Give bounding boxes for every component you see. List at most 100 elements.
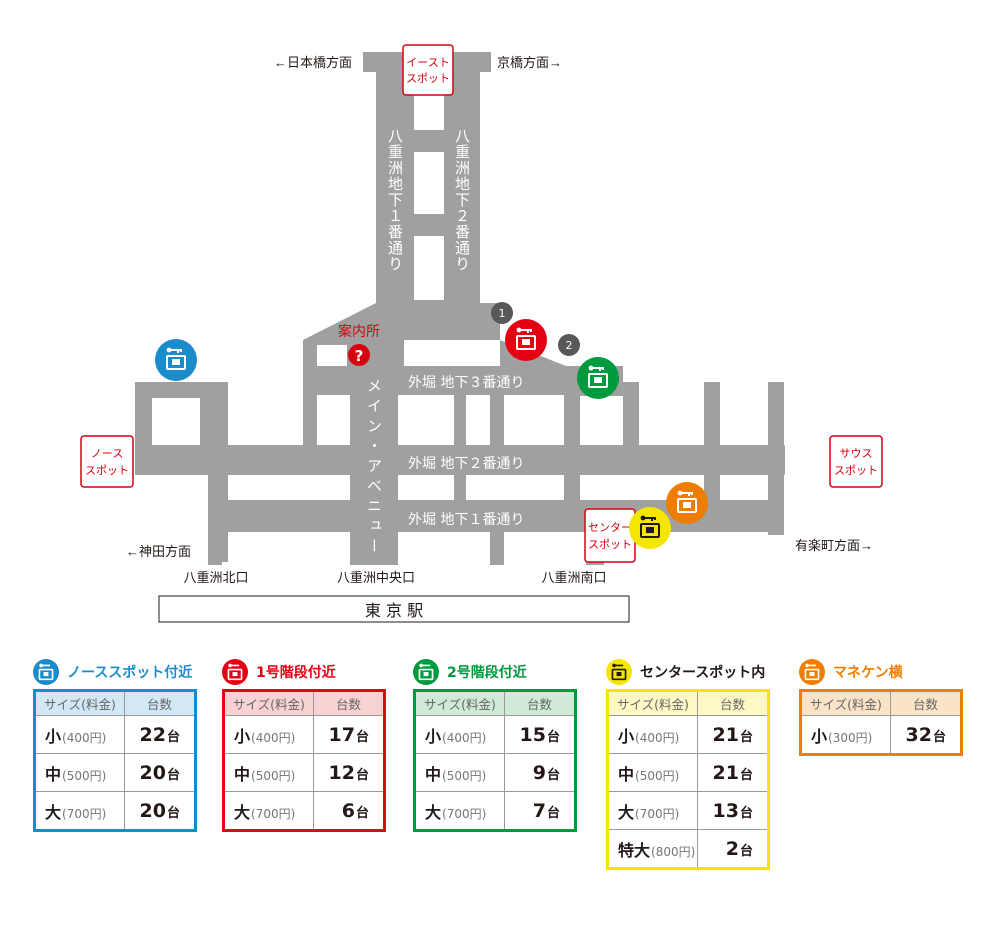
direction-kyobashi: 京橋方面→ [497,55,562,70]
size-label: 小 [811,726,828,746]
fee-label: (400円) [251,730,296,745]
column-header-size: サイズ(料金) [800,690,891,716]
table-row: 特大(800円)2台 [607,829,769,869]
size-label: 小 [618,726,635,746]
count-value: 7 [532,799,546,822]
column-header-count: 台数 [504,690,576,716]
count-cell: 7台 [504,791,576,831]
fee-label: (700円) [635,806,680,821]
street-chika1: 八重洲地下１番通り [386,128,404,272]
south-spot-line2: スポット [834,464,878,477]
north-spot[interactable]: ノース スポット [80,435,134,488]
count-value: 17 [328,723,355,746]
size-label: 小 [45,726,62,746]
locker-group-title: 2号階段付近 [447,665,527,681]
north-spot-line1: ノース [91,447,123,460]
table-row: 中(500円)12台 [223,753,385,792]
size-label: 小 [234,726,251,746]
count-unit: 台 [355,729,369,745]
size-cell: 中(500円) [34,753,125,792]
count-unit: 台 [166,767,180,783]
table-row: 中(500円)20台 [34,753,196,792]
size-label: 大 [45,802,62,822]
south-spot[interactable]: サウス スポット [829,435,883,488]
size-label: 大 [425,802,442,822]
count-value: 21 [712,761,739,784]
size-cell: 大(700円) [223,791,314,831]
size-cell: 小(400円) [223,715,314,754]
count-value: 9 [532,761,546,784]
info-center[interactable]: 案内所 ? [338,323,380,366]
table-row: 大(700円)6台 [223,791,385,831]
stair-1[interactable]: 1 [491,302,513,324]
count-value: 13 [712,799,739,822]
locker-tables: ノーススポット付近サイズ(料金)台数小(400円)22台中(500円)20台大(… [0,655,1000,915]
size-label: 大 [618,802,635,822]
size-cell: 大(700円) [414,791,505,831]
table-row: 小(300円)32台 [800,715,962,755]
table-row: 小(400円)21台 [607,715,769,754]
locker-icon [606,659,632,685]
street-sotobori1: 外堀 地下１番通り [408,512,524,528]
count-cell: 20台 [124,791,196,831]
exit-south: 八重洲南口 [541,570,606,586]
locker-marker-north[interactable] [155,339,197,381]
locker-table: サイズ(料金)台数小(400円)22台中(500円)20台大(700円)20台 [33,689,197,832]
count-value: 20 [139,799,166,822]
count-cell: 6台 [313,791,385,831]
direction-nihonbashi: ←日本橋方面 [274,55,352,70]
question-mark: ? [355,347,364,365]
locker-group-title: ノーススポット付近 [67,665,193,681]
locker-icon [413,659,439,685]
column-header-count: 台数 [124,690,196,716]
count-cell: 22台 [124,715,196,754]
size-label: 特大 [618,840,651,860]
locker-group-title: マネケン横 [833,665,903,681]
count-cell: 13台 [697,791,769,830]
locker-marker-center[interactable] [629,507,671,549]
locker-group-header: マネケン横 [799,655,963,689]
count-unit: 台 [166,805,180,821]
exit-labels: 八重洲北口 八重洲中央口 八重洲南口 [183,570,606,586]
column-header-count: 台数 [697,690,769,716]
size-cell: 大(700円) [34,791,125,831]
station-name: 東 京 駅 [365,601,423,620]
locker-marker-stair2[interactable] [577,357,619,399]
center-spot-line2: スポット [588,538,632,551]
stair-2[interactable]: 2 [558,334,580,356]
stair-1-icon [491,302,513,324]
locker-icon [799,659,825,685]
size-label: 大 [234,802,251,822]
horizontal-street-labels: 外堀 地下３番通り 外堀 地下２番通り 外堀 地下１番通り [408,375,524,528]
count-unit: 台 [739,767,753,783]
table-row: 大(700円)7台 [414,791,576,831]
count-value: 15 [519,723,546,746]
size-cell: 小(400円) [607,715,698,754]
count-cell: 12台 [313,753,385,792]
count-unit: 台 [546,805,560,821]
east-spot[interactable]: イースト スポット [402,44,454,96]
size-cell: 特大(800円) [607,829,698,869]
stair-1-number: 1 [499,307,506,320]
locker-table: サイズ(料金)台数小(400円)17台中(500円)12台大(700円)6台 [222,689,386,832]
locker-icon [222,659,248,685]
locker-group-maneken: マネケン横サイズ(料金)台数小(300円)32台 [799,655,963,756]
fee-label: (500円) [251,768,296,783]
locker-group-title: センタースポット内 [640,665,766,681]
fee-label: (700円) [442,806,487,821]
count-unit: 台 [355,805,369,821]
count-value: 32 [905,723,932,746]
table-row: 中(500円)21台 [607,753,769,792]
size-cell: 中(500円) [223,753,314,792]
count-unit: 台 [739,729,753,745]
south-spot-line1: サウス [840,447,873,460]
column-header-size: サイズ(料金) [34,690,125,716]
locker-marker-stair1[interactable] [505,319,547,361]
size-cell: 小(300円) [800,715,891,755]
center-spot[interactable]: センター スポット [584,508,636,563]
stair-2-number: 2 [566,339,573,352]
locker-marker-maneken[interactable] [666,482,708,524]
east-spot-line2: スポット [406,72,450,85]
size-cell: 小(400円) [34,715,125,754]
tokyo-station[interactable]: 東 京 駅 [158,595,630,623]
